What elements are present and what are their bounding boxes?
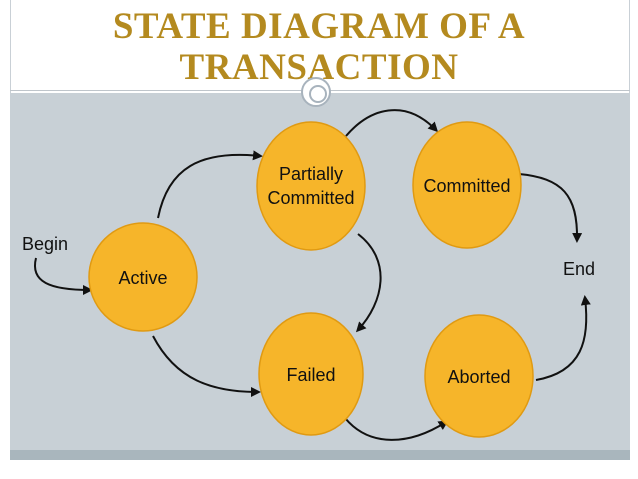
state-partially-committed: Partially Committed — [256, 121, 366, 251]
edge-partially-committed — [345, 109, 439, 137]
state-failed-label: Failed — [286, 365, 335, 385]
slide-title-line-1: STATE DIAGRAM OF A — [112, 6, 526, 47]
begin-label: Begin — [22, 234, 68, 254]
state-active: Active — [88, 222, 198, 332]
ornament-circle-icon — [301, 77, 331, 107]
edge-partially-failed — [355, 233, 382, 333]
edge-active-partially — [157, 150, 263, 219]
edge-aborted-end — [535, 295, 591, 381]
edge-begin-active — [33, 257, 93, 295]
state-aborted-label: Aborted — [447, 367, 510, 387]
state-active-label: Active — [118, 268, 167, 288]
state-partially-label-1: Partially — [279, 164, 343, 184]
edge-active-failed — [152, 335, 261, 397]
footer-band — [10, 450, 630, 460]
state-committed-label: Committed — [423, 176, 510, 196]
edge-failed-aborted — [344, 417, 449, 441]
state-failed: Failed — [258, 312, 364, 436]
state-aborted: Aborted — [424, 314, 534, 438]
state-committed: Committed — [412, 121, 522, 249]
edge-committed-end — [518, 173, 583, 243]
end-label: End — [563, 259, 595, 279]
state-partially-label-2: Committed — [267, 188, 354, 208]
title-area — [10, 0, 630, 92]
